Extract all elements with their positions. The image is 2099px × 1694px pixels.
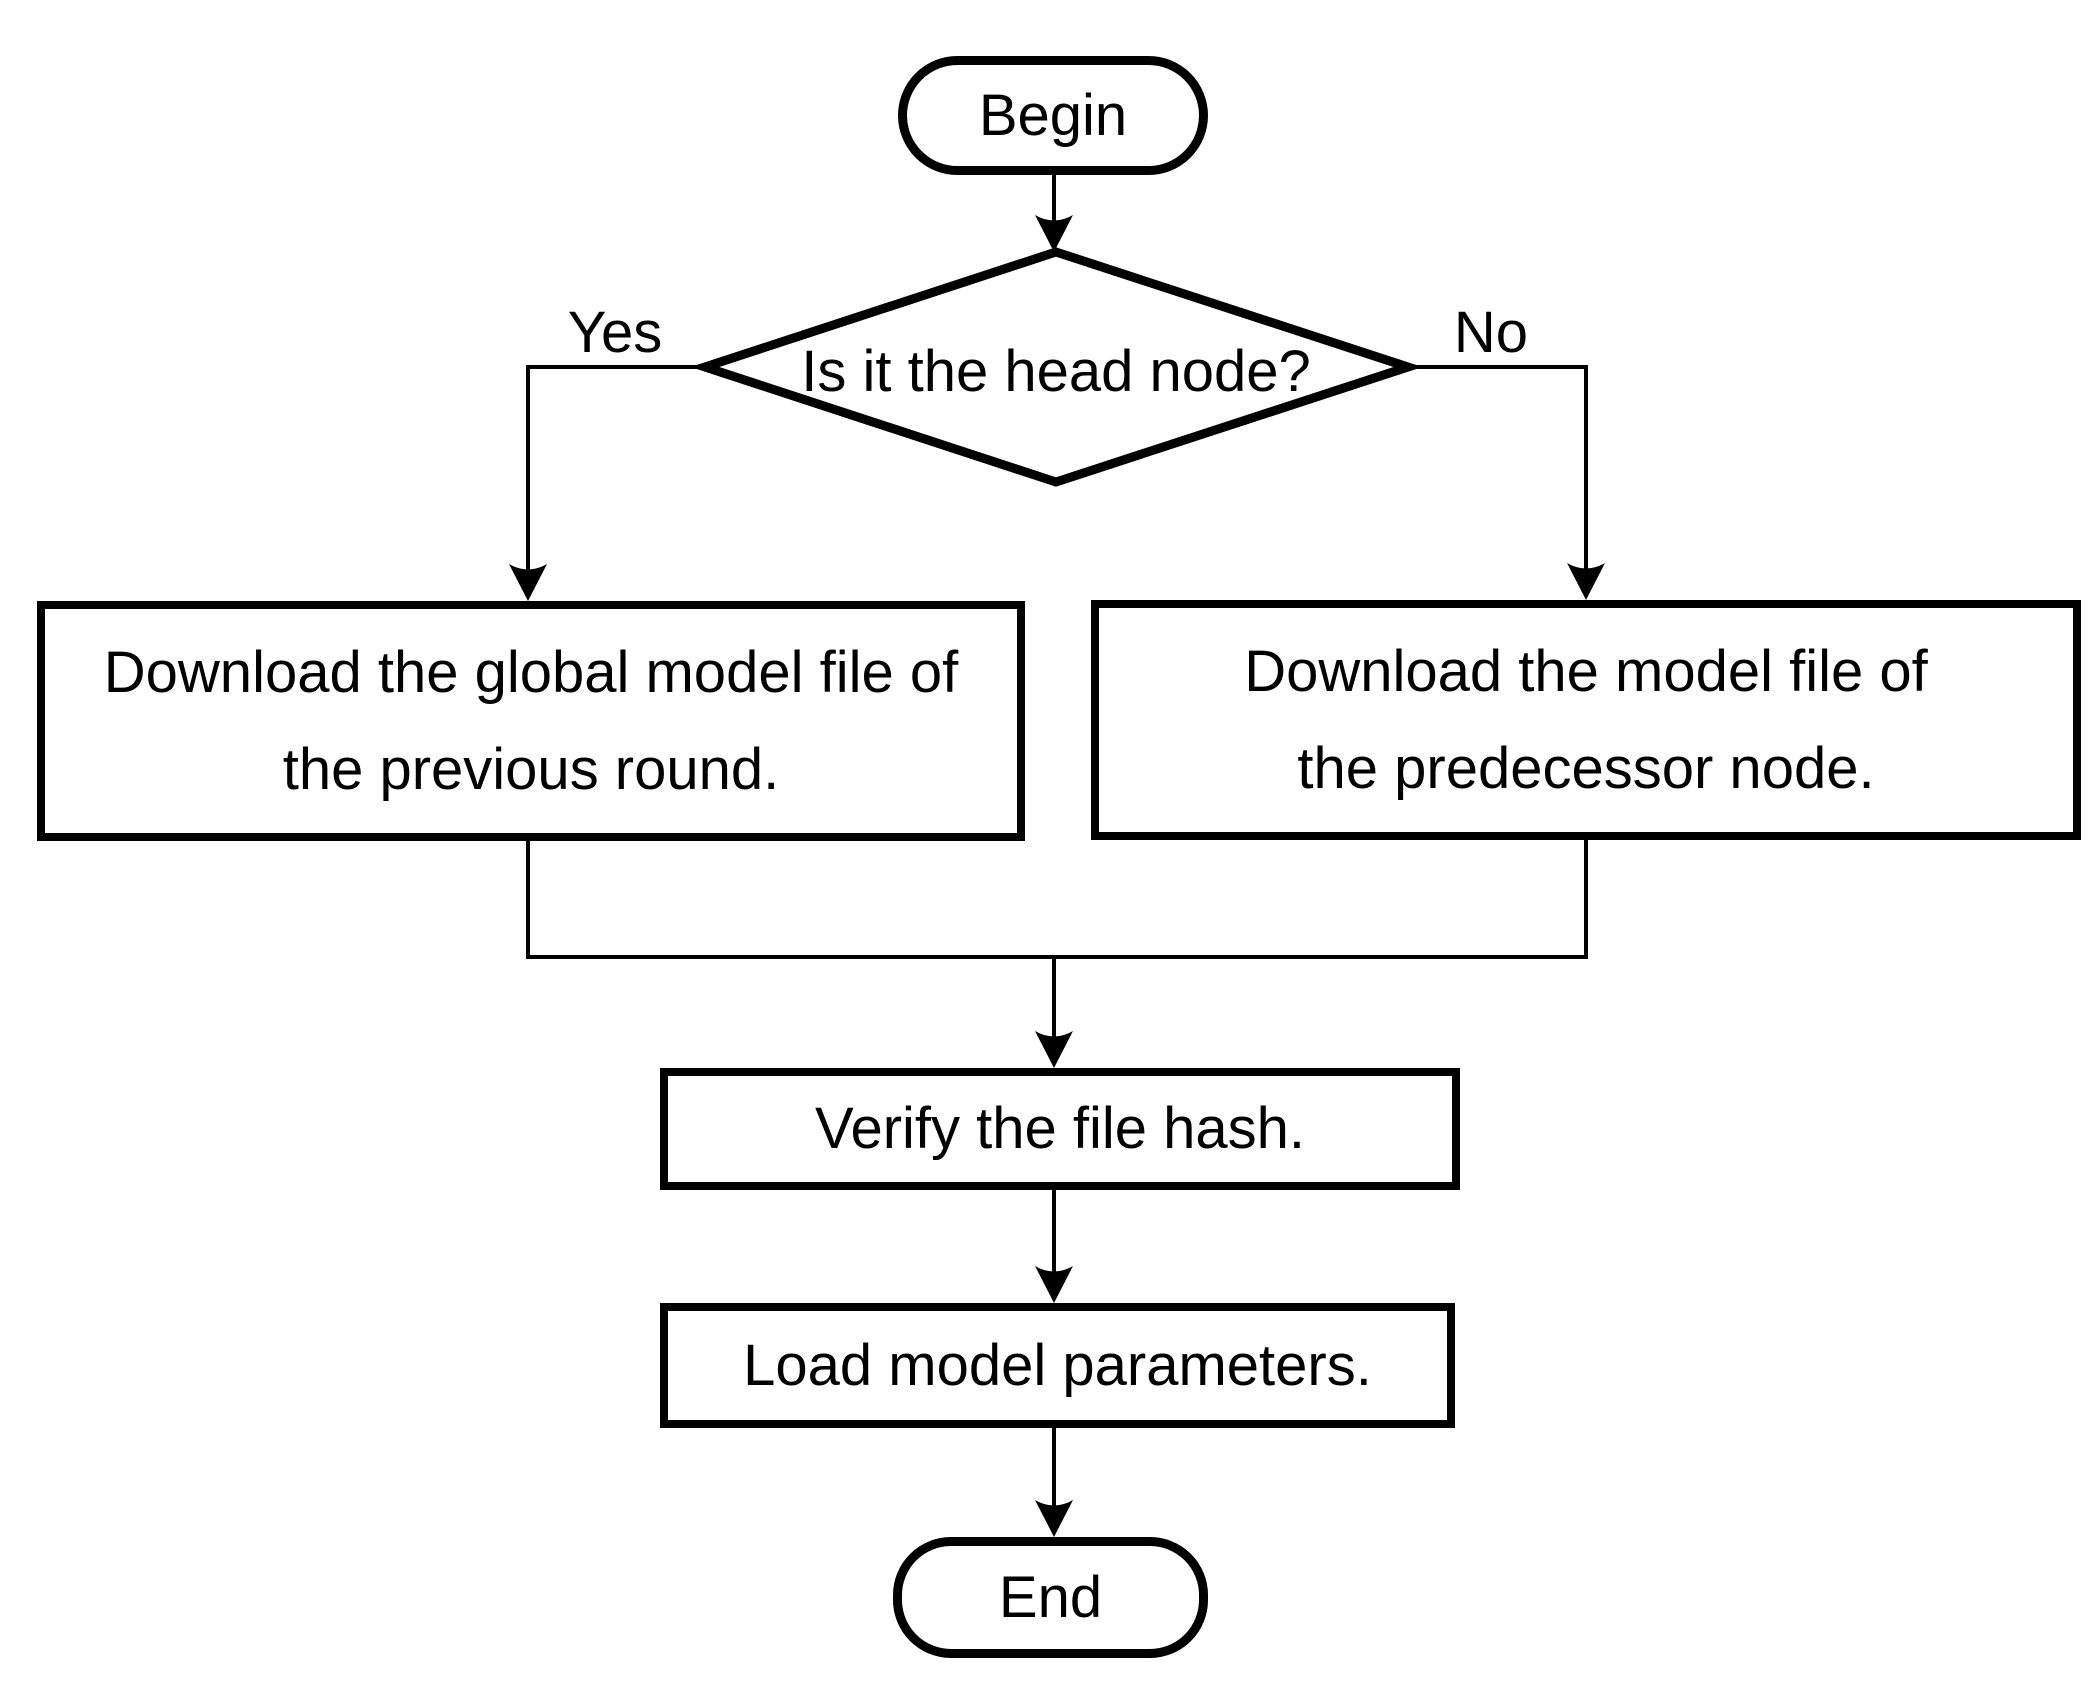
process-load-model-parameters: Load model parameters. xyxy=(660,1303,1455,1428)
process-verify-file-hash: Verify the file hash. xyxy=(660,1068,1460,1190)
process-download-global-model: Download the global model file of the pr… xyxy=(37,601,1025,841)
process-load-label: Load model parameters. xyxy=(743,1332,1372,1398)
process-download-predecessor-line-1: Download the model file of xyxy=(1244,639,1928,704)
end-terminator: End xyxy=(893,1537,1208,1658)
process-download-predecessor-model: Download the model file of the predecess… xyxy=(1091,600,2081,840)
connector-merge xyxy=(526,836,1588,959)
arrowhead-no-branch-icon xyxy=(1567,563,1605,600)
process-download-global-line-1: Download the global model file of xyxy=(103,640,959,705)
arrowhead-decision-icon xyxy=(1035,215,1073,252)
yes-branch-label: Yes xyxy=(567,300,663,365)
process-verify-label: Verify the file hash. xyxy=(814,1096,1306,1162)
decision-diamond-shape xyxy=(690,247,1423,487)
connector-no-branch xyxy=(1408,365,1588,581)
end-label: End xyxy=(998,1564,1103,1630)
process-download-predecessor-line-2: the predecessor node. xyxy=(1297,736,1875,801)
no-branch-label: No xyxy=(1453,300,1529,365)
arrowhead-end-icon xyxy=(1035,1500,1073,1537)
begin-terminator: Begin xyxy=(898,56,1208,175)
process-download-global-line-2: the previous round. xyxy=(282,737,780,802)
arrowhead-yes-branch-icon xyxy=(509,564,547,601)
decision-question-label: Is it the head node? xyxy=(801,339,1311,404)
connector-yes-branch xyxy=(526,365,705,582)
arrowhead-load-icon xyxy=(1035,1266,1073,1303)
begin-label: Begin xyxy=(978,82,1128,148)
arrowhead-verify-icon xyxy=(1035,1031,1073,1068)
